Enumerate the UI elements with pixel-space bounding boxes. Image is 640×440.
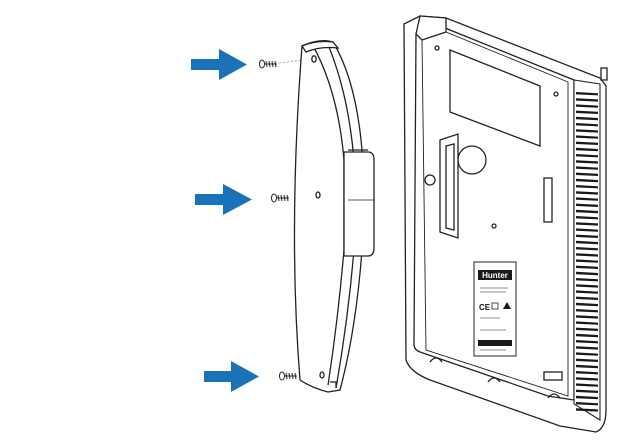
rib (576, 172, 598, 176)
rib (576, 253, 598, 257)
rib (576, 315, 598, 319)
rib (576, 185, 598, 189)
rib (576, 160, 598, 164)
rib (576, 321, 598, 325)
rib (576, 340, 598, 344)
rib (576, 222, 598, 226)
brand-label: Hunter (482, 271, 508, 280)
rib (576, 191, 598, 195)
rib (576, 98, 598, 102)
warning-triangle-icon (503, 302, 511, 309)
rib (576, 271, 598, 276)
rib (576, 346, 598, 350)
double-insulation-icon (491, 302, 499, 310)
rib (576, 147, 598, 152)
rib (576, 154, 598, 158)
arrow-right-icon (204, 361, 259, 392)
rib (576, 327, 598, 331)
rib (576, 358, 598, 362)
rib (576, 302, 598, 307)
rib (576, 203, 598, 207)
screw-icon (279, 371, 297, 381)
rib (576, 135, 598, 139)
rib (576, 209, 598, 214)
rib (576, 364, 598, 369)
housing-ribs (573, 79, 601, 421)
rib (576, 216, 598, 220)
rib (576, 408, 598, 412)
rib (576, 234, 598, 238)
rib (576, 129, 598, 133)
rib (576, 247, 598, 251)
rib (576, 383, 598, 387)
rib (576, 141, 598, 145)
rib (576, 402, 598, 406)
rib (576, 110, 598, 114)
rib (576, 395, 598, 400)
rib (576, 265, 598, 269)
alignment-guide (278, 58, 311, 64)
product-label: CE (473, 261, 517, 357)
rib (576, 240, 598, 245)
screw-icon (271, 193, 289, 203)
rib (576, 371, 598, 375)
arrow-right-icon (195, 184, 252, 215)
rib (576, 278, 598, 282)
rib (576, 228, 598, 232)
rib (576, 333, 598, 338)
mounting-bracket (293, 39, 375, 393)
rib (576, 178, 598, 183)
rib (576, 377, 598, 381)
screw-icon (259, 59, 277, 69)
ce-mark-icon: CE (479, 303, 491, 312)
rib (576, 92, 598, 96)
arrow-right-icon (191, 49, 247, 80)
rib (576, 284, 598, 288)
rib (576, 259, 598, 263)
controller-housing (403, 15, 608, 433)
rib (576, 116, 598, 121)
rib (576, 166, 598, 170)
rib (576, 309, 598, 313)
rib (576, 352, 598, 356)
rib (576, 197, 598, 201)
rib (576, 123, 598, 127)
rib (576, 104, 598, 108)
rib (576, 296, 598, 300)
rib (576, 290, 598, 294)
rib (576, 389, 598, 393)
